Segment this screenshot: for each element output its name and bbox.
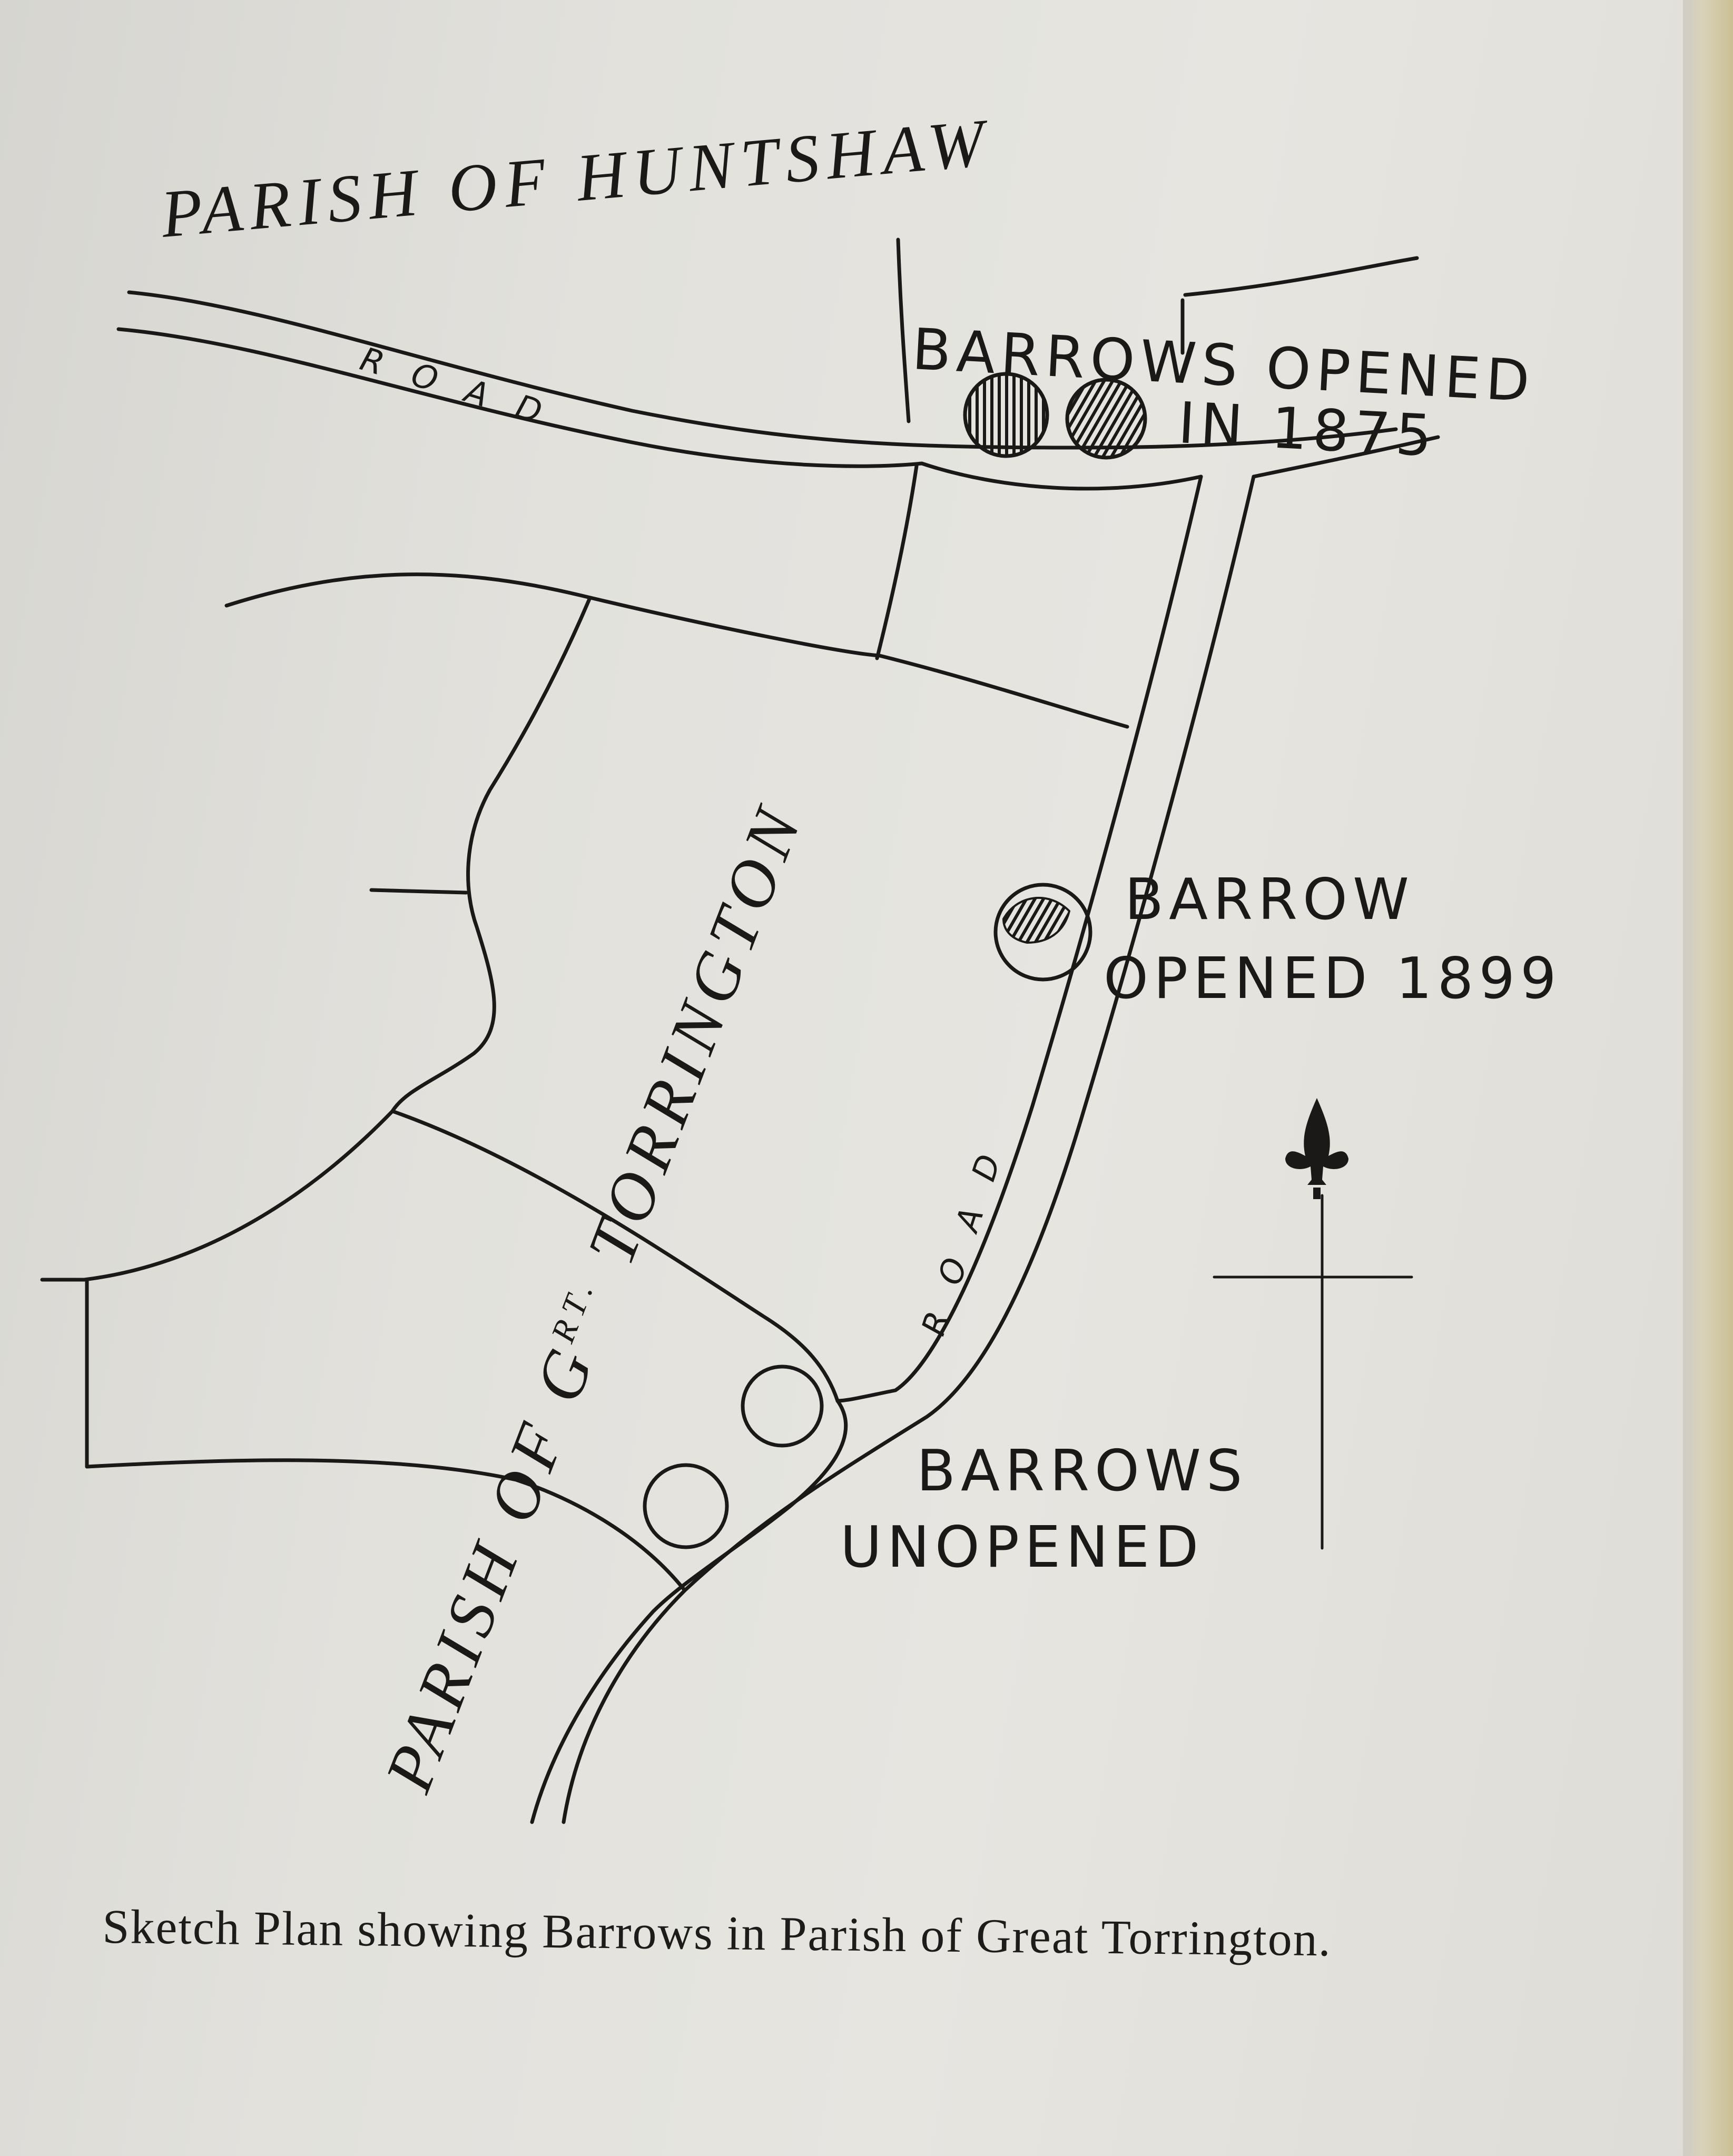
barrow-unopened-south (643, 1463, 729, 1549)
field-boundary-b (896, 238, 911, 423)
parish-huntshaw-label: PARISH OF HUNTSHAW (157, 105, 994, 252)
side-road-lower-west-edge (530, 1399, 848, 1824)
barrows-unopened-label-line2: UNOPENED (840, 1515, 1204, 1580)
parish-torrington-label: PARISH OF GRT. TORRINGTON (370, 793, 818, 1802)
field-boundary-a (875, 464, 919, 660)
barrow-1875-west (963, 372, 1049, 458)
barrow-1899-label-line2: OPENED 1899 (1104, 946, 1562, 1012)
road-label-side: ROAD (914, 1121, 1018, 1340)
field-boundary-west (390, 596, 592, 1113)
field-boundary-north (224, 572, 1129, 729)
field-boundary-spur (369, 888, 468, 895)
top-road-east-stub (1252, 435, 1440, 479)
field-boundary-c (1180, 256, 1419, 355)
side-road-west-edge (835, 474, 1203, 1403)
parish-torrington-suffix: TORRINGTON (564, 793, 817, 1297)
barrow-1875-east (1065, 378, 1147, 460)
barrows-unopened-label-line1: BARROWS (917, 1438, 1247, 1504)
side-road-east-edge (562, 474, 1256, 1824)
field-boundary-diagonal (390, 1109, 840, 1403)
barrow-1899-shading (1002, 897, 1071, 944)
barrow-unopened-north (741, 1364, 824, 1448)
page-edge (1683, 0, 1733, 2156)
north-arrow-collar (1313, 1188, 1321, 1199)
north-arrow (1213, 1098, 1413, 1550)
top-road-south-edge (116, 327, 1203, 491)
field-boundary-southwest (40, 1109, 395, 1282)
barrows-1875-label-line2: IN 1875 (1177, 390, 1439, 470)
barrow-1899-label-line1: BARROW (1125, 867, 1414, 933)
field-boundary-south (85, 1458, 687, 1593)
barrow-1899 (993, 883, 1092, 982)
parish-torrington-prefix: PARISH OF G (370, 1333, 610, 1802)
top-road-north-edge (127, 290, 1398, 450)
fleur-de-lis-icon (1285, 1098, 1348, 1185)
parish-torrington-superscript: RT. (544, 1271, 603, 1348)
